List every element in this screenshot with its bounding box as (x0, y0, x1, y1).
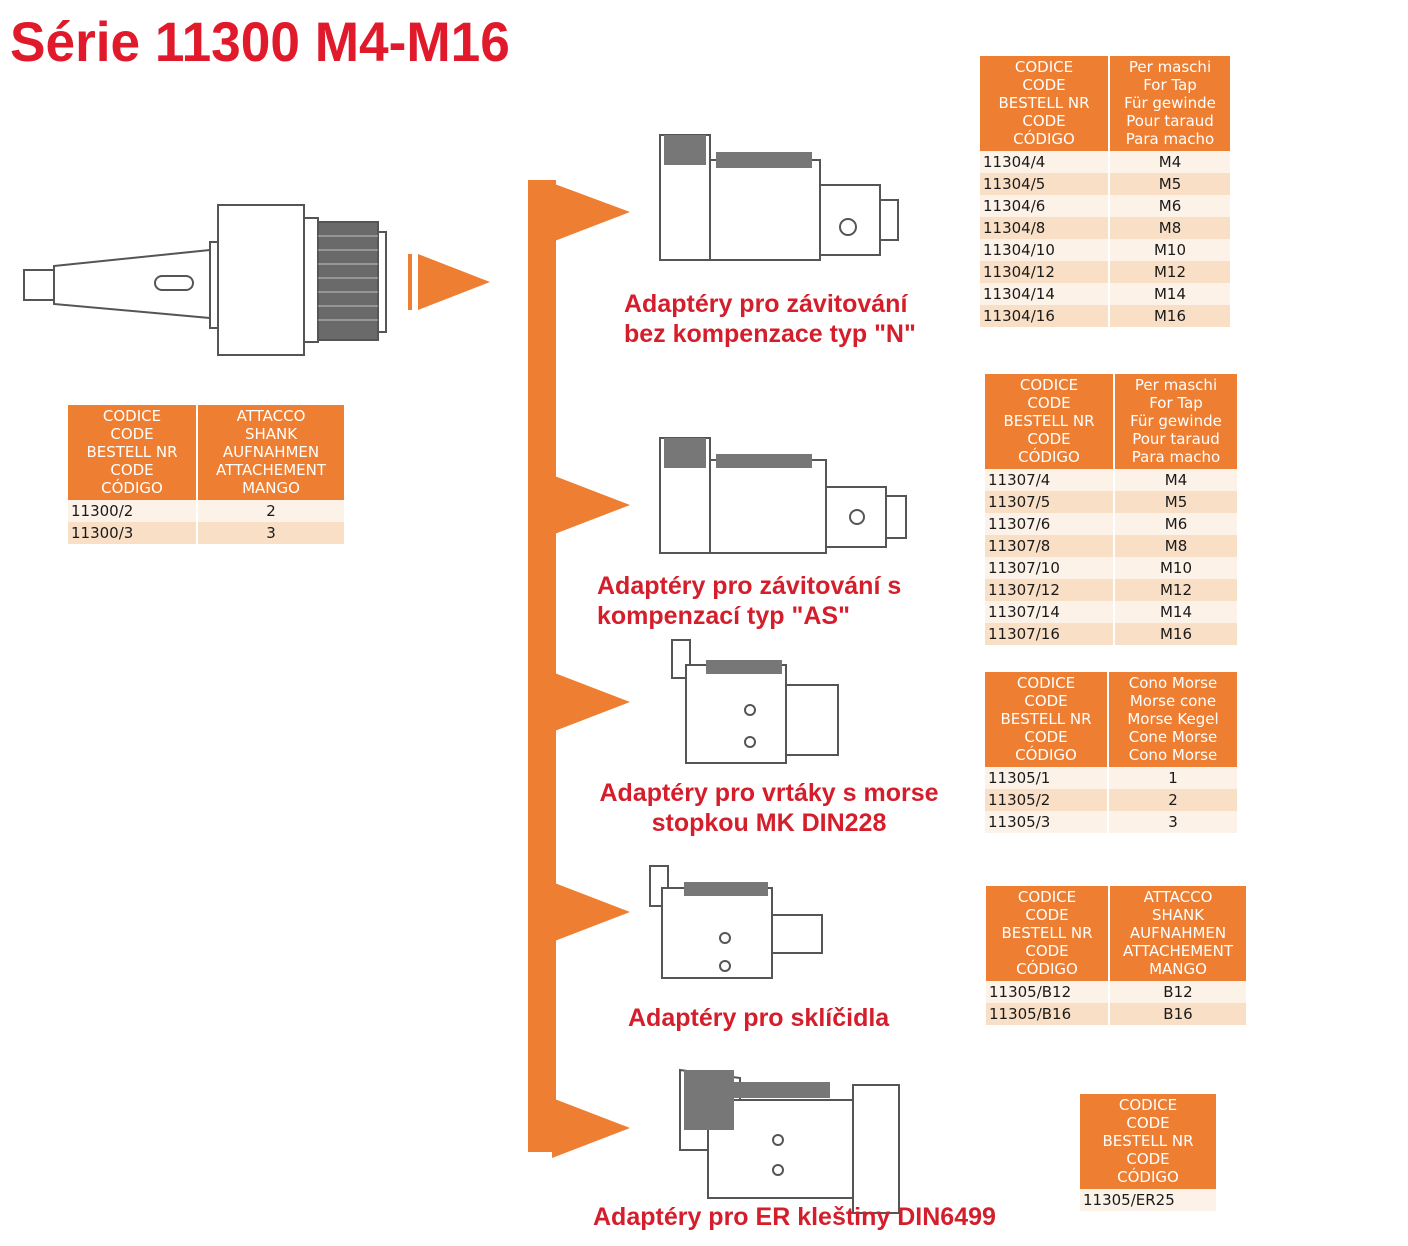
caption-adapter-n: Adaptéry pro závitování bez kompenzace t… (624, 289, 916, 349)
caption-line: Adaptéry pro závitování (624, 290, 908, 318)
caption-adapter-chuck: Adaptéry pro sklíčidla (628, 1003, 889, 1033)
branch-connector (528, 180, 630, 1158)
caption-line: bez kompenzace typ "N" (624, 320, 916, 348)
main-holder-drawing (23, 204, 387, 356)
caption-line: Adaptéry pro závitování s (597, 572, 902, 600)
adapter-morse-drawing (671, 639, 839, 764)
caption-adapter-er: Adaptéry pro ER kleštiny DIN6499 (593, 1202, 996, 1232)
pointer-arrow (408, 254, 490, 310)
caption-adapter-as: Adaptéry pro závitování s kompenzací typ… (597, 571, 901, 631)
caption-line: Adaptéry pro ER kleštiny DIN6499 (593, 1203, 996, 1231)
caption-line: Adaptéry pro vrtáky s morse (599, 779, 939, 807)
caption-line: kompenzací typ "AS" (597, 602, 850, 630)
caption-adapter-morse: Adaptéry pro vrtáky s morse stopkou MK D… (573, 778, 965, 838)
adapter-chuck-drawing (649, 865, 823, 979)
page-title: Série 11300 M4-M16 (10, 10, 510, 73)
caption-line: stopkou MK DIN228 (651, 809, 887, 837)
caption-line: Adaptéry pro sklíčidla (628, 1004, 890, 1032)
table-row: 11305/ER25 (1080, 1189, 1216, 1211)
